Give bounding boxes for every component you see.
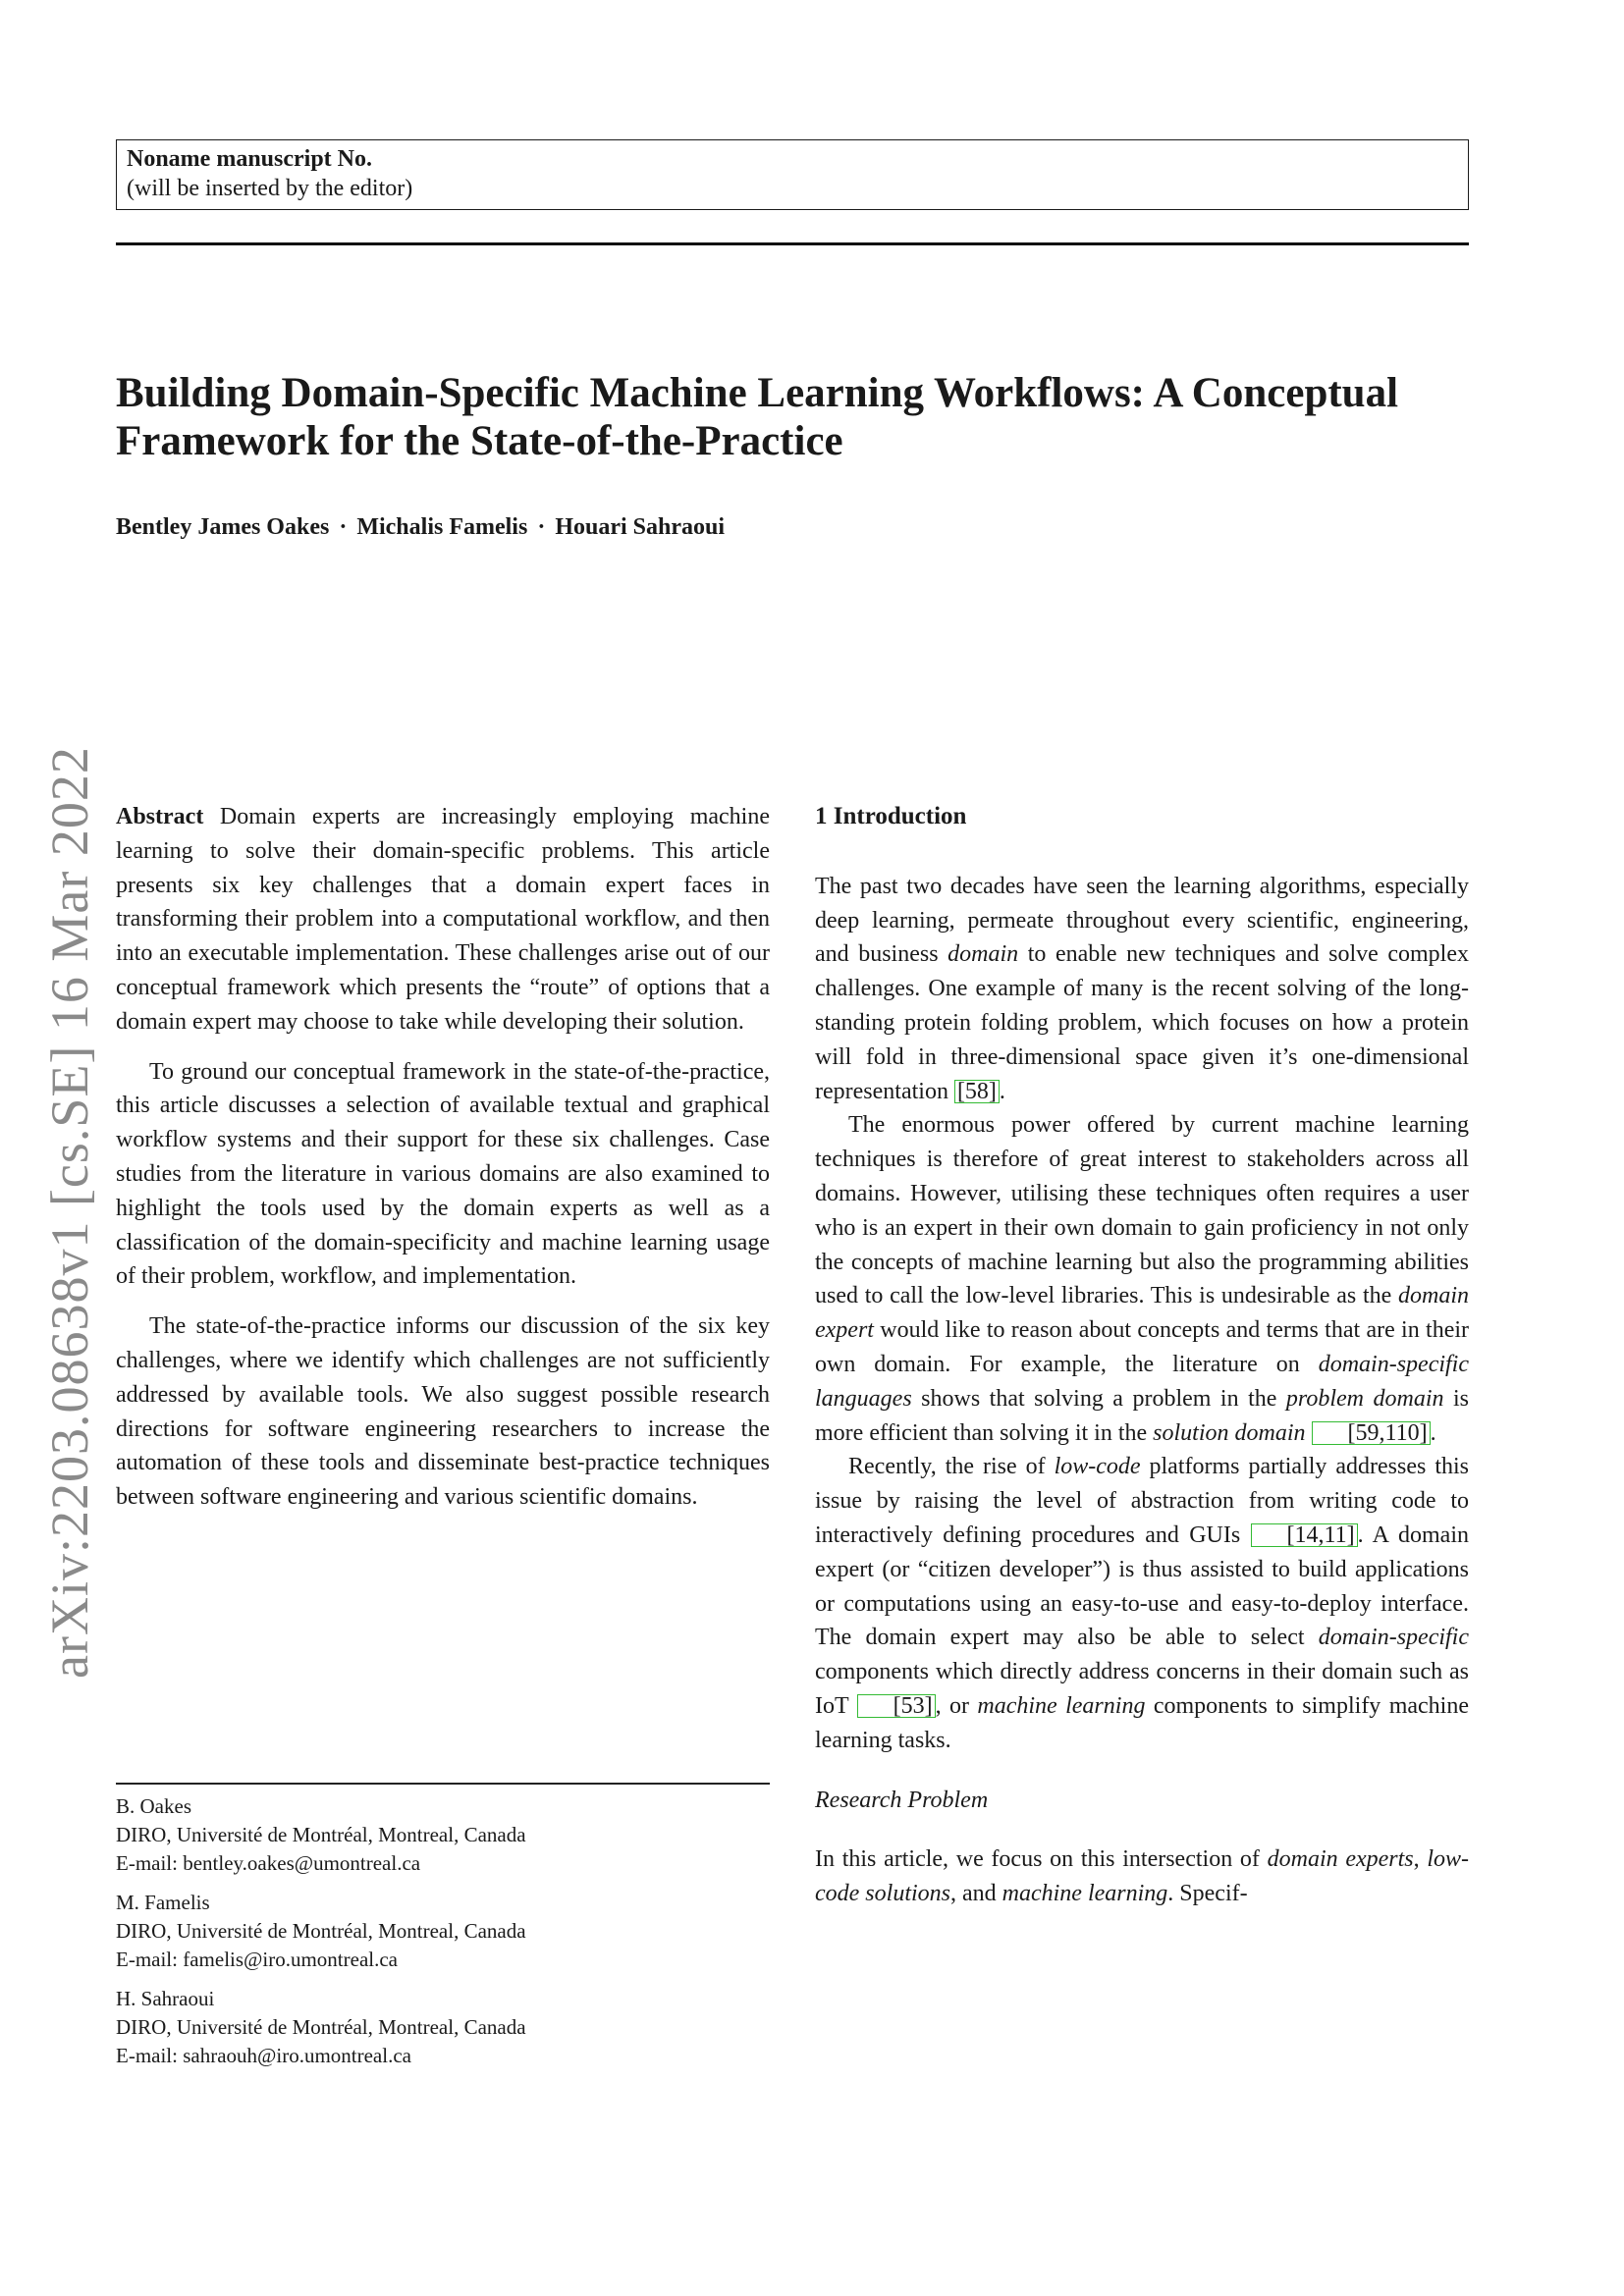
introduction-column: 1 Introduction The past two decades have… [815, 800, 1469, 1911]
abstract-paragraph: The state-of-the-practice informs our di… [116, 1313, 770, 1511]
citation-link[interactable]: [14,11] [1250, 1522, 1358, 1547]
affiliation-name: M. Famelis [116, 1891, 210, 1914]
author-name: Houari Sahraoui [555, 514, 726, 540]
affiliations: B. Oakes DIRO, Université de Montréal, M… [116, 1792, 770, 2081]
citation-link[interactable]: [58] [953, 1079, 1000, 1103]
section-heading: 1 Introduction [815, 803, 967, 829]
affiliation-block: H. Sahraoui DIRO, Université de Montréal… [116, 1985, 770, 2070]
affiliation-institution: DIRO, Université de Montréal, Montreal, … [116, 1919, 526, 1943]
abstract-text: Domain experts are increasingly employin… [116, 804, 770, 1035]
affiliation-institution: DIRO, Université de Montréal, Montreal, … [116, 2015, 526, 2039]
abstract-paragraph: To ground our conceptual framework in th… [116, 1058, 770, 1290]
intro-paragraph: In this article, we focus on this inters… [815, 1846, 1470, 1907]
affiliation-block: B. Oakes DIRO, Université de Montréal, M… [116, 1792, 770, 1878]
author-name: Bentley James Oakes [116, 514, 330, 540]
affiliation-email: E-mail: sahraouh@iro.umontreal.ca [116, 2044, 411, 2067]
paper-title: Building Domain-Specific Machine Learnin… [116, 370, 1399, 464]
header-rule [116, 242, 1469, 245]
author-separator: · [537, 514, 546, 540]
editor-note-box: Noname manuscript No. (will be inserted … [116, 139, 1469, 210]
citation-link[interactable]: [59,110] [1311, 1420, 1431, 1445]
editor-note: (will be inserted by the editor) [127, 176, 413, 201]
affiliation-email: E-mail: famelis@iro.umontreal.ca [116, 1948, 398, 1971]
abstract-label: Abstract [116, 804, 204, 829]
subsection-heading: Research Problem [815, 1787, 989, 1813]
intro-paragraph: The enormous power offered by current ma… [815, 1112, 1469, 1446]
author-name: Michalis Famelis [356, 514, 528, 540]
intro-paragraph: The past two decades have seen the learn… [815, 873, 1469, 1104]
abstract-column: Abstract Domain experts are increasingly… [116, 800, 770, 1515]
arxiv-identifier: arXiv:2203.08638v1 [cs.SE] 16 Mar 2022 [40, 746, 99, 1679]
affiliation-name: H. Sahraoui [116, 1987, 215, 2010]
affiliation-block: M. Famelis DIRO, Université de Montréal,… [116, 1889, 770, 1974]
manuscript-label: Noname manuscript No. [127, 146, 372, 172]
citation-link[interactable]: [53] [856, 1693, 936, 1718]
author-separator: · [339, 514, 348, 540]
author-list: Bentley James Oakes · Michalis Famelis · Hou… [116, 514, 725, 541]
intro-paragraph: Recently, the rise of low-code platforms… [815, 1454, 1470, 1753]
affiliation-name: B. Oakes [116, 1794, 191, 1818]
affiliation-email: E-mail: bentley.oakes@umontreal.ca [116, 1851, 421, 1875]
abstract-paragraph: Abstract Domain experts are increasingly… [116, 800, 770, 1040]
affiliation-institution: DIRO, Université de Montréal, Montreal, … [116, 1823, 526, 1846]
affiliation-rule [116, 1783, 770, 1785]
